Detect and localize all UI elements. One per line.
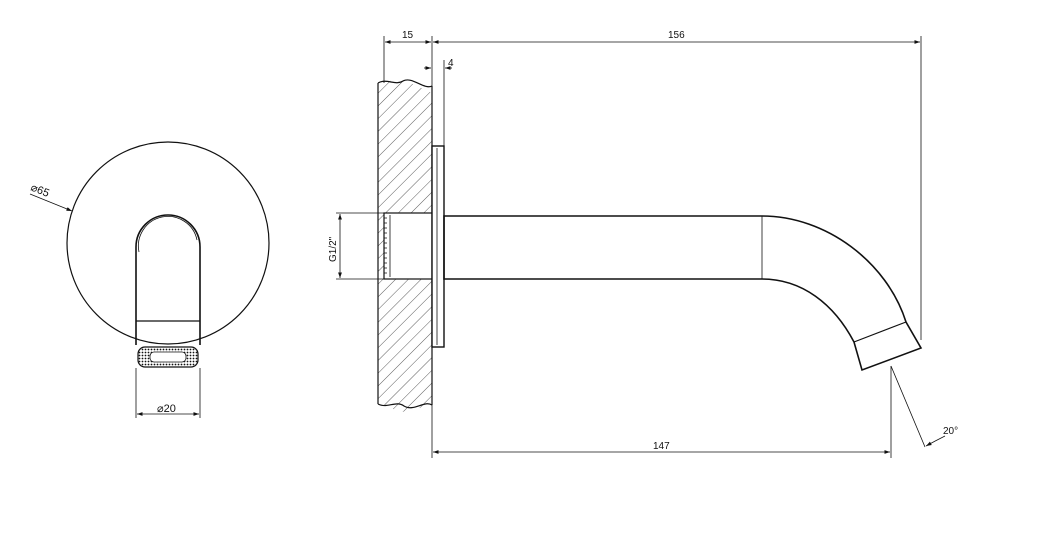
spout-outline: [135, 214, 201, 345]
spout-tip-band: [853, 321, 907, 343]
flange-plate: [431, 145, 445, 348]
thread-label: G1/2": [328, 236, 339, 262]
aerator-center: [149, 351, 187, 363]
spout-inner-arc: [138, 215, 198, 253]
flange-circle: [66, 141, 270, 345]
outlet-angle-line: [890, 365, 926, 448]
projection-label: 147: [653, 441, 670, 452]
spout-diameter-label: ⌀20: [157, 403, 176, 415]
flange-thickness-label: 4: [448, 58, 454, 69]
side-view: G1/2" 15 156 4 147 20°: [328, 30, 958, 458]
front-view: ⌀65 ⌀20: [29, 141, 270, 418]
overall-length-label: 156: [668, 30, 685, 41]
outlet-angle-label: 20°: [943, 426, 958, 437]
thread-connector: [383, 212, 433, 280]
wall-depth-label: 15: [402, 30, 414, 41]
flange-diameter-label: ⌀65: [29, 182, 51, 200]
spout-body: [443, 215, 923, 372]
flange-diameter-leader: [29, 193, 73, 212]
